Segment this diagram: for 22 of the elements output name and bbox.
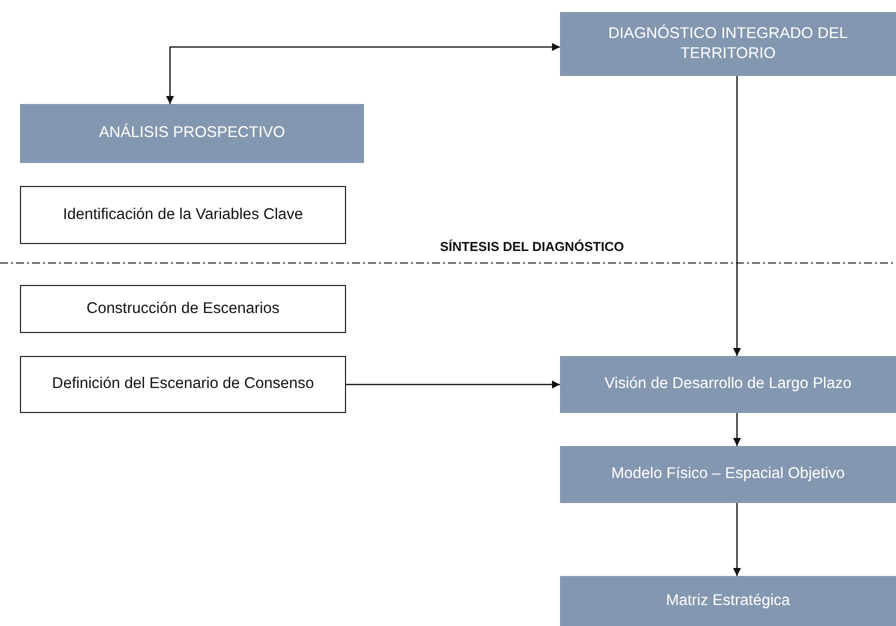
arrow (733, 503, 741, 576)
box-text: Matriz Estratégica (666, 590, 790, 611)
process-box (560, 446, 896, 503)
arrow (733, 413, 741, 446)
arrow (733, 76, 741, 356)
step-box (20, 356, 346, 413)
process-box (560, 356, 896, 413)
box-text: Identificación de la Variables Clave (62, 204, 304, 225)
step-box (20, 285, 346, 333)
box-text: Construcción de Escenarios (86, 298, 280, 319)
arrow (346, 380, 560, 388)
process-box (560, 576, 896, 626)
process-box (560, 12, 896, 76)
process-box (20, 104, 364, 163)
arrow (166, 43, 560, 104)
box-text: DIAGNÓSTICO INTEGRADO DEL TERRITORIO (607, 24, 849, 64)
box-text: Definición del Escenario de Consenso (52, 374, 314, 394)
box-text: ANÁLISIS PROSPECTIVO (98, 123, 286, 144)
section-label: SÍNTESIS DEL DIAGNÓSTICO (440, 239, 624, 254)
box-text: Visión de Desarrollo de Largo Plazo (604, 374, 852, 394)
box-text: Modelo Físico – Espacial Objetivo (611, 464, 845, 484)
step-box (20, 186, 346, 244)
